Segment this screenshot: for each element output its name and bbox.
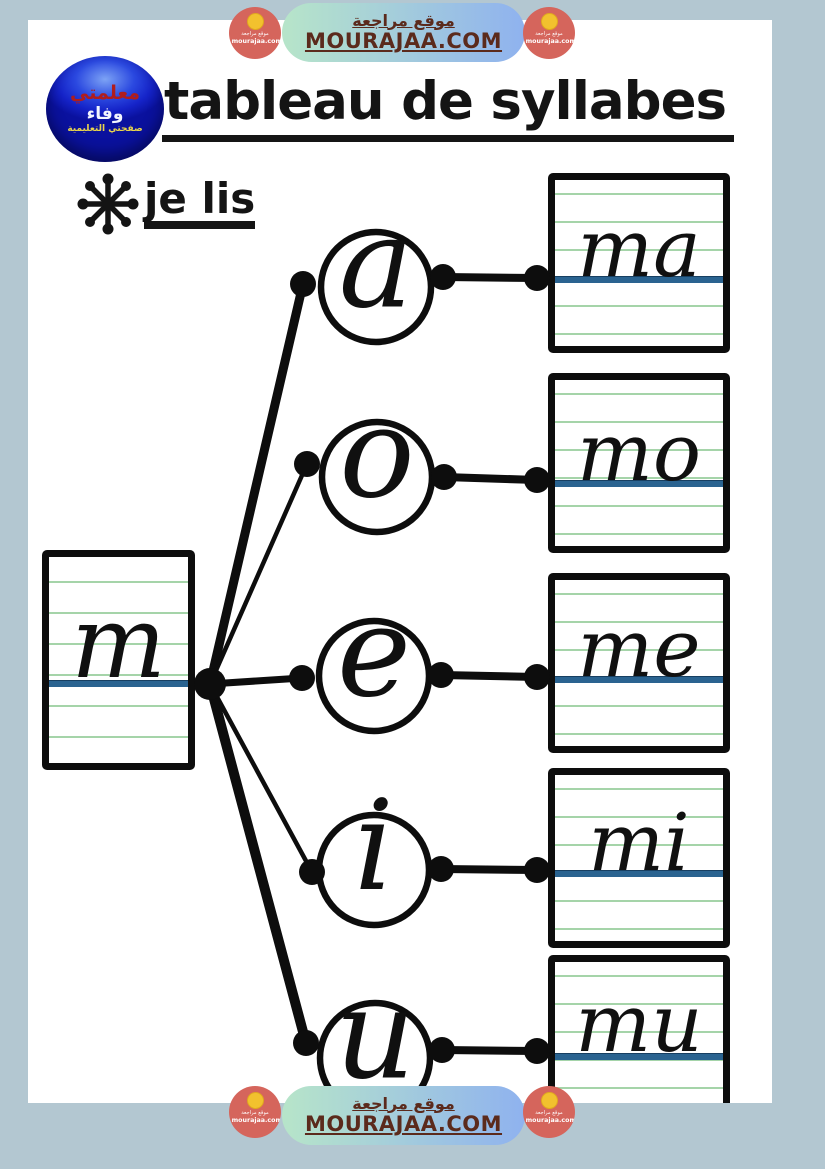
header-left-site-logo: موقع مراجعة mourajaa.com — [229, 7, 281, 59]
vowel-letter-u: u — [334, 962, 416, 1103]
writing-baseline — [555, 480, 723, 487]
syllable-text: mi — [588, 796, 690, 889]
syllable-text: mu — [575, 977, 703, 1070]
vowel-letter-o: o — [339, 381, 415, 526]
header-right-site-logo: موقع مراجعة mourajaa.com — [523, 7, 575, 59]
site-logo-arabic: موقع مراجعة — [241, 1109, 269, 1116]
fan-lines — [205, 279, 315, 1048]
site-logo-domain: mourajaa.com — [525, 37, 575, 45]
footer-site-name-arabic: موقع مراجعة — [352, 1093, 455, 1113]
connector-lines — [437, 273, 541, 1055]
site-logo-emblem-icon — [540, 13, 558, 30]
vowel-letter-i: i — [354, 774, 394, 919]
writing-baseline — [555, 1053, 723, 1060]
syllable-text: me — [577, 602, 701, 695]
syllable-box-me: me — [548, 573, 730, 753]
page-title: tableau de syllabes — [162, 71, 735, 142]
syllable-box-mo: mo — [548, 373, 730, 553]
site-logo-emblem-icon — [246, 1092, 264, 1109]
syllable-box-mu: mu — [548, 955, 730, 1103]
footer-site-domain: MOURAJAA.COM — [304, 1112, 503, 1137]
site-logo-emblem-icon — [540, 1092, 558, 1109]
syllable-box-mi: mi — [548, 768, 730, 948]
header-site-banner: موقع مراجعة MOURAJAA.COM — [282, 3, 525, 62]
worksheet-page: معلمتي وفاء صفحتي التعليمية tableau de s… — [28, 20, 772, 1103]
footer-right-site-logo: موقع مراجعة mourajaa.com — [523, 1086, 575, 1138]
header-site-domain: MOURAJAA.COM — [304, 29, 503, 54]
footer-left-site-logo: موقع مراجعة mourajaa.com — [229, 1086, 281, 1138]
sphere-logo-line1: معلمتي — [70, 81, 140, 104]
site-logo-arabic: موقع مراجعة — [535, 1109, 563, 1116]
vowel-letter-e: e — [337, 580, 411, 725]
site-logo-domain: mourajaa.com — [231, 1116, 281, 1124]
instruction-label: je lis — [144, 178, 256, 229]
footer-site-banner: موقع مراجعة MOURAJAA.COM — [282, 1086, 525, 1145]
asterisk-star-icon — [77, 173, 139, 235]
writing-baseline — [49, 680, 188, 687]
site-logo-arabic: موقع مراجعة — [241, 30, 269, 37]
writing-baseline — [555, 276, 723, 283]
syllable-text: mo — [576, 406, 702, 499]
vowel-letter-a: a — [338, 191, 414, 336]
syllable-box-ma: ma — [548, 173, 730, 353]
consonant-letter: m — [71, 584, 166, 701]
consonant-box: m — [42, 550, 195, 770]
syllable-text: ma — [577, 202, 701, 295]
sphere-logo-line3: صفحتي التعليمية — [67, 124, 143, 135]
teacher-logo-sphere: معلمتي وفاء صفحتي التعليمية — [46, 56, 164, 162]
writing-baseline — [555, 870, 723, 877]
writing-baseline — [555, 676, 723, 683]
site-logo-domain: mourajaa.com — [525, 1116, 575, 1124]
site-logo-emblem-icon — [246, 13, 264, 30]
site-logo-arabic: موقع مراجعة — [535, 30, 563, 37]
sphere-logo-line2: وفاء — [86, 103, 124, 124]
header-site-name-arabic: موقع مراجعة — [352, 10, 455, 30]
site-logo-domain: mourajaa.com — [231, 37, 281, 45]
